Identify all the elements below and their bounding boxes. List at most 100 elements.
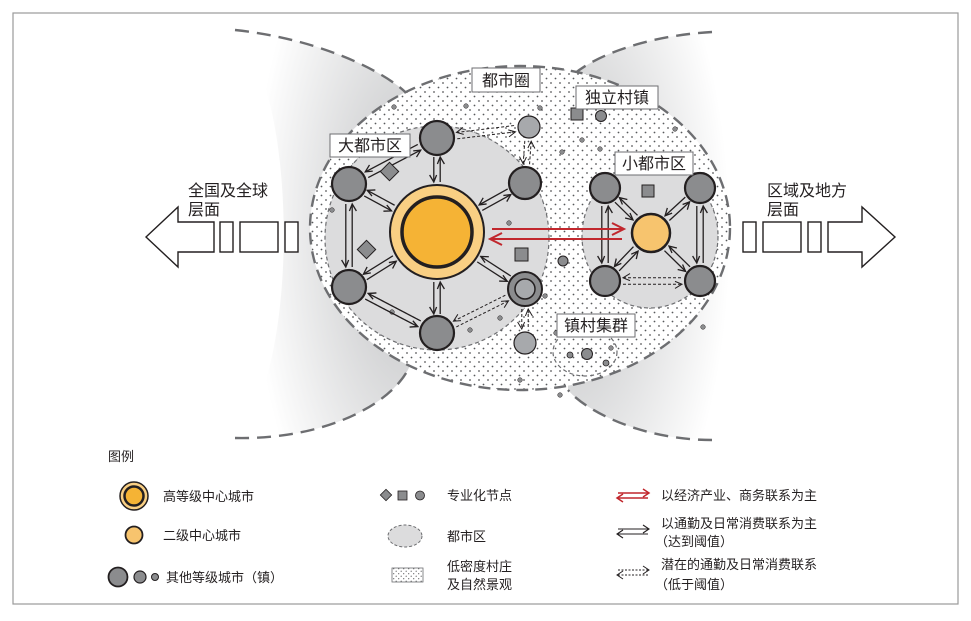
regional-local-arrow <box>742 205 897 269</box>
arrow-line <box>363 195 392 212</box>
arrow-head <box>341 259 350 269</box>
potential-link-arrow <box>621 273 684 289</box>
second-level-center-city <box>630 212 672 254</box>
national-global-text-1: 全国及全球 <box>188 181 268 200</box>
arrow-line <box>366 260 397 281</box>
arrow-line <box>481 193 512 212</box>
scatter-dot <box>497 315 503 321</box>
links-layer <box>341 124 708 331</box>
commute-link-arrow <box>429 155 445 184</box>
legend-specialized-nodes-label: 专业化节点 <box>447 489 512 504</box>
arrow-head <box>365 189 376 197</box>
arrow-line <box>618 197 638 216</box>
arrow-line <box>367 292 422 322</box>
scatter-dot <box>467 327 473 333</box>
arrow-head <box>367 292 377 300</box>
arrow-head <box>517 321 526 331</box>
arrow-head <box>479 255 489 264</box>
commute-link-arrow <box>664 196 691 221</box>
scatter-dot <box>559 149 565 155</box>
economic-link-arrow <box>487 222 627 246</box>
small-metro-area-label: 小都市区 <box>614 151 694 176</box>
regional-local-text-1: 区域及地方 <box>767 181 847 200</box>
other-city-node <box>683 264 717 298</box>
scatter-dot <box>700 324 706 330</box>
arrow-line <box>664 250 687 272</box>
arrow-head <box>429 306 438 316</box>
large-metro-area-text: 大都市区 <box>338 136 402 155</box>
legend-commute-link-label-2: （达到阈值） <box>655 534 733 550</box>
independent-village-text: 独立村镇 <box>585 88 649 107</box>
arrow-line <box>366 189 395 206</box>
arrow-head <box>436 280 445 290</box>
legend-metro-area-label: 都市区 <box>447 529 486 545</box>
commute-link-arrow <box>664 245 691 273</box>
arrow-head <box>527 140 536 149</box>
scatter-dot <box>329 207 335 213</box>
commute-link-arrow <box>692 204 708 265</box>
scatter-dot <box>537 105 543 111</box>
arrow-line <box>364 298 419 328</box>
legend-metro-area-icon <box>387 524 423 548</box>
legend-economic-link-label: 以经济产业、商务联系为主 <box>661 488 817 504</box>
commute-link-arrow <box>477 188 513 212</box>
national-global-text-2: 层面 <box>188 200 220 219</box>
town-cluster-label: 镇村集群 <box>556 313 636 338</box>
scatter-dot <box>672 126 678 132</box>
scatter-dot <box>579 137 585 143</box>
legend-high-center-icon <box>119 481 149 511</box>
legend-high-center-label: 高等级中心城市 <box>163 489 254 505</box>
commute-link-arrow <box>597 204 613 265</box>
other-city-node <box>588 171 622 205</box>
arrow-head <box>674 280 684 289</box>
arrow-head <box>477 197 487 206</box>
arrow-line <box>618 250 639 272</box>
arrow-head <box>383 204 393 212</box>
large-metro-area-label: 大都市区 <box>329 133 411 158</box>
scatter-dot <box>391 104 397 110</box>
arrow-head <box>364 164 373 173</box>
legend-low-density-icon <box>391 567 424 583</box>
arrow-head <box>692 255 701 265</box>
small-metro-area-text: 小都市区 <box>622 154 686 173</box>
arrow-line <box>476 261 508 282</box>
legend-second-center-label: 二级中心城市 <box>163 528 241 544</box>
other-cities <box>330 119 717 352</box>
legend-other-cities-label: 其他等级城市（镇） <box>166 570 283 586</box>
metro-circle-text: 都市圈 <box>482 71 530 90</box>
potential-link-arrow <box>455 124 517 140</box>
scatter-dot <box>542 293 548 299</box>
legend-other-cities-icon <box>107 566 159 588</box>
other-city-node <box>588 264 622 298</box>
arrow-head <box>348 202 357 212</box>
commute-link-arrow <box>476 255 512 283</box>
arrow-head <box>452 314 462 322</box>
arrow-head <box>499 274 509 283</box>
arrow-head <box>624 212 635 221</box>
arrow-head <box>500 300 510 308</box>
arrow-line <box>363 255 394 275</box>
legend-commute-link-label-1: 以通勤及日常消费联系为主 <box>661 517 817 532</box>
legend-low-density-label-2: 及自然景观 <box>447 577 512 593</box>
legend-economic-link-icon <box>615 488 651 503</box>
national-global-arrow <box>144 205 299 269</box>
potential-link-arrow <box>365 292 421 328</box>
high-level-center-city <box>389 184 485 280</box>
arrow-line <box>478 188 509 206</box>
independent-village-label: 独立村镇 <box>575 85 659 110</box>
other-city-node <box>418 119 456 157</box>
arrow-line <box>614 201 634 221</box>
potential-link-arrow <box>452 294 510 328</box>
arrow-head <box>618 196 628 205</box>
arrow-line <box>668 201 691 221</box>
arrow-line <box>480 255 512 277</box>
arrow-head <box>429 174 438 184</box>
arrow-head <box>621 273 631 282</box>
metro-circle-label: 都市圈 <box>471 67 541 93</box>
arrow-head <box>409 320 419 328</box>
town-node-double <box>507 271 543 307</box>
legend-specialized-nodes-icon <box>379 488 425 502</box>
legend-title: 图例 <box>108 450 134 465</box>
arrow-head <box>604 204 613 214</box>
